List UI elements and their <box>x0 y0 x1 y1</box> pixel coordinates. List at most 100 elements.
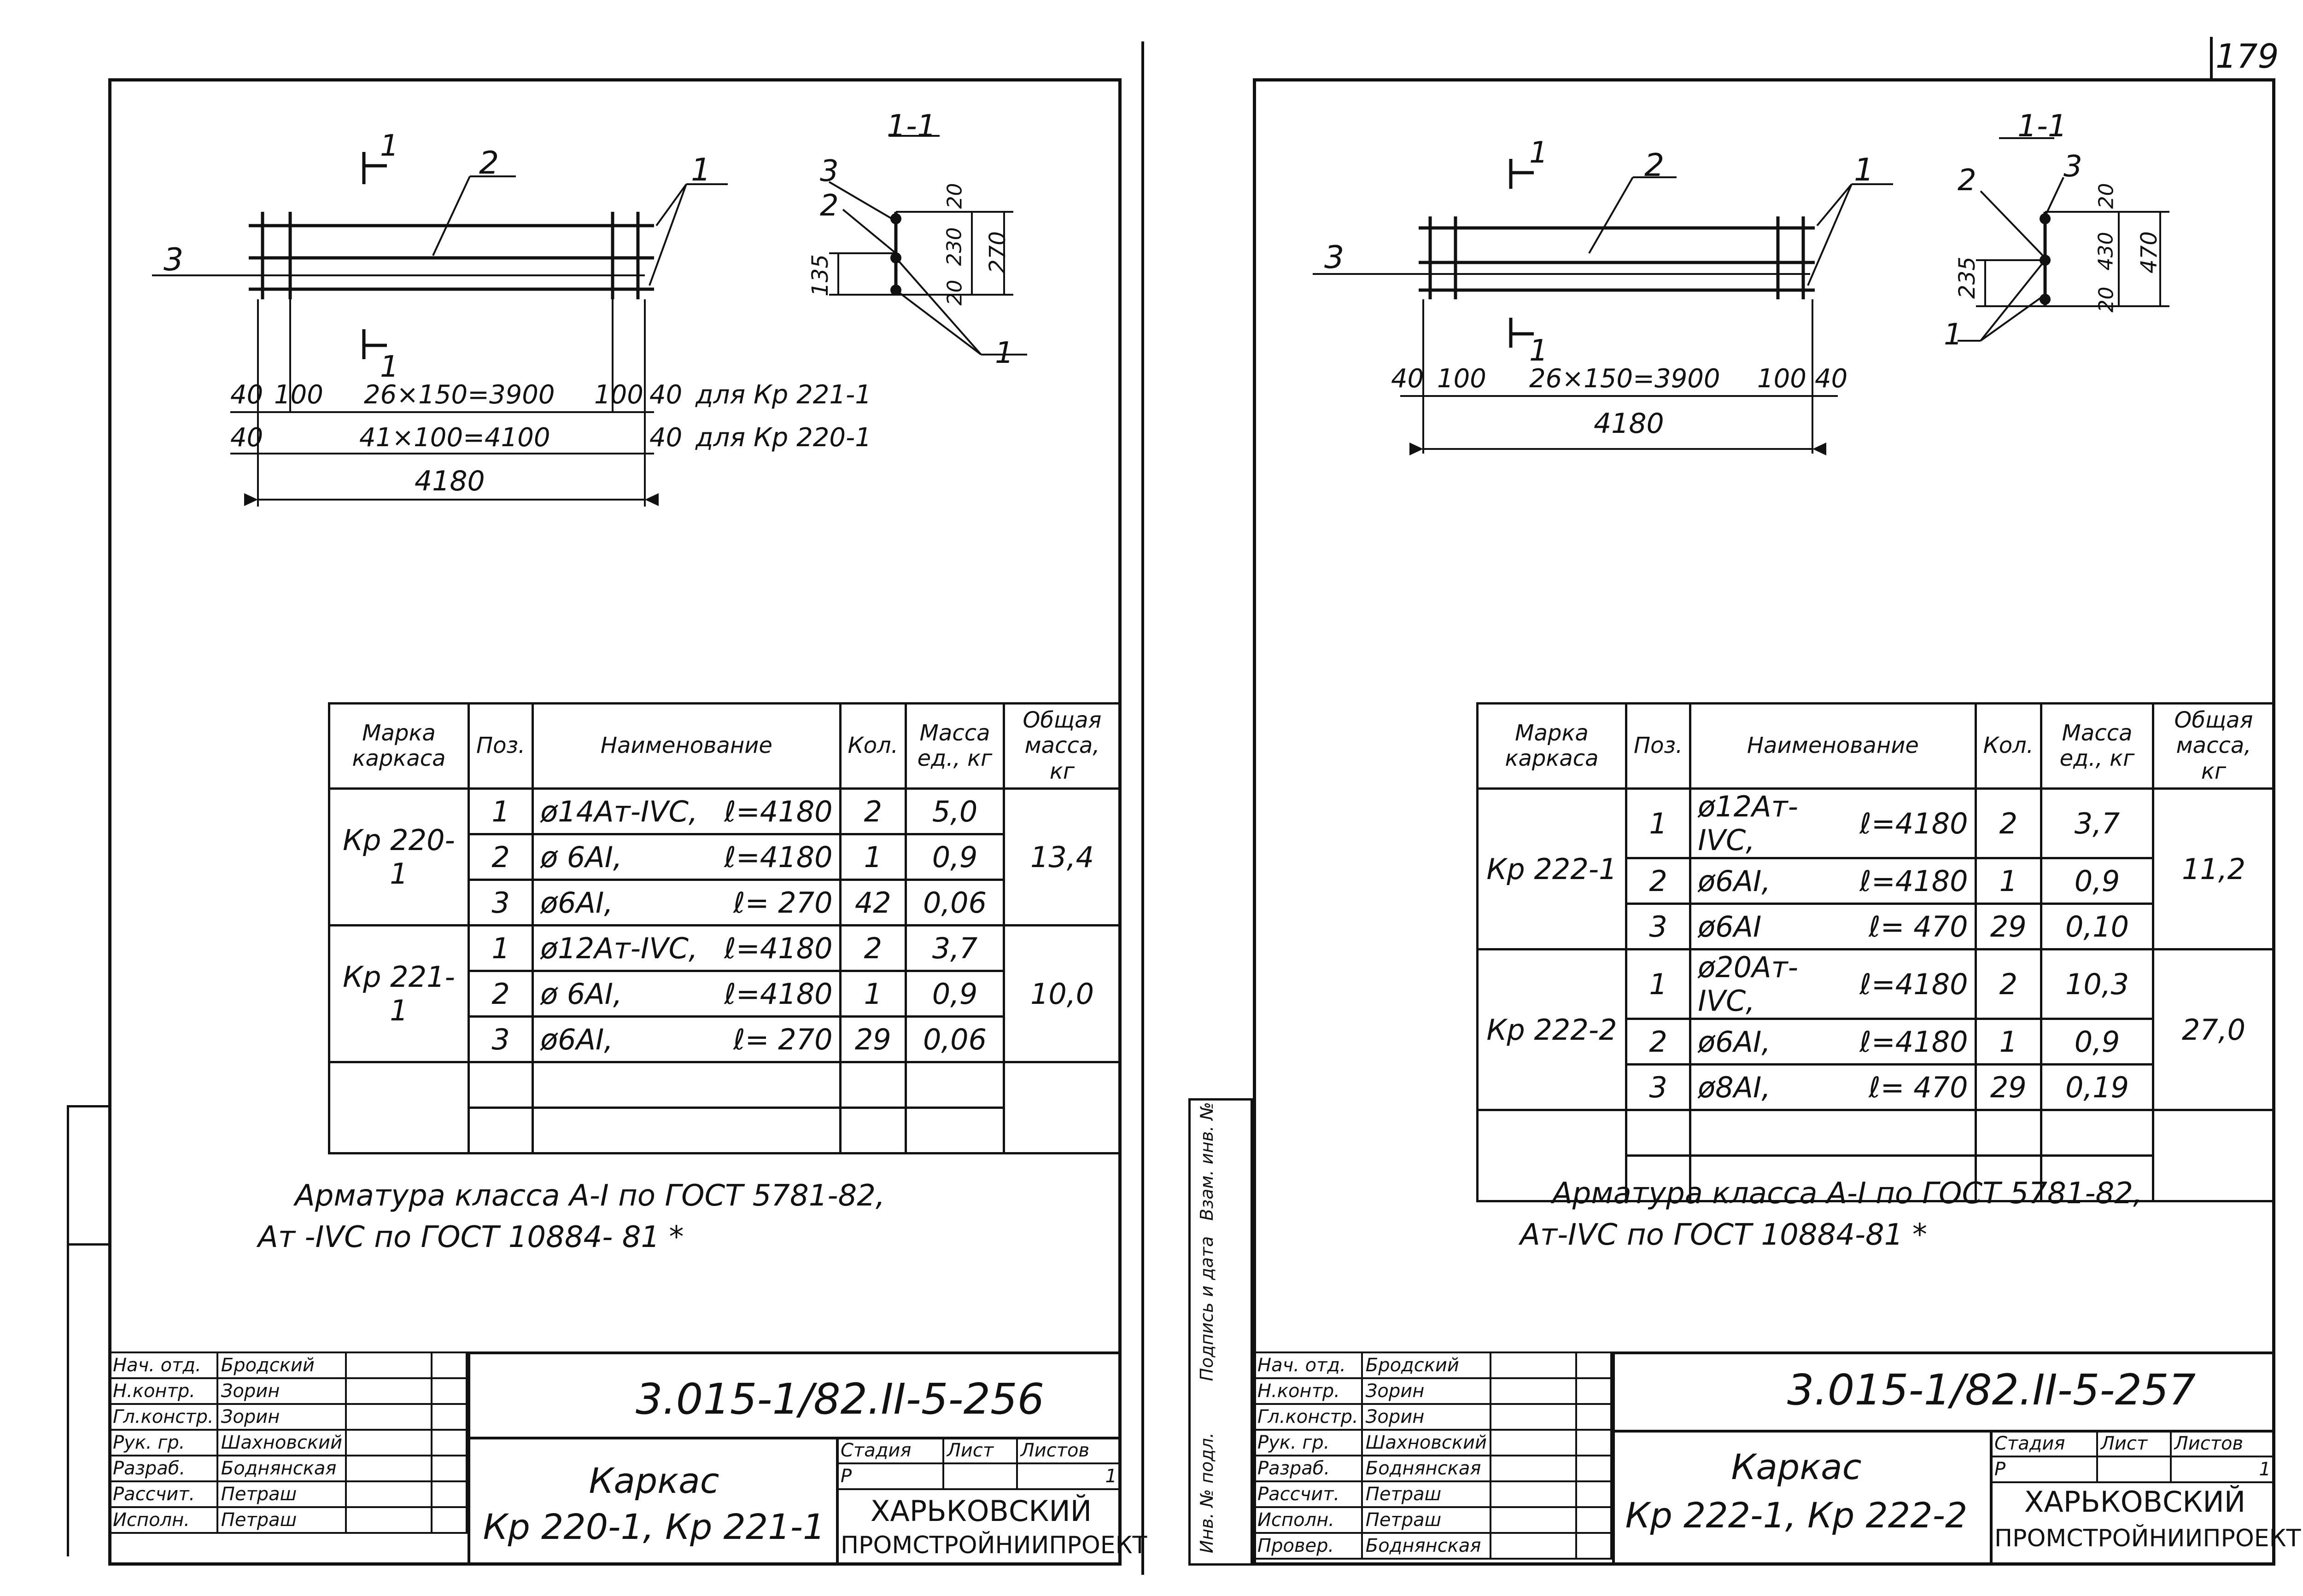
cut-label-top: 1 <box>1529 136 1548 170</box>
stage-header: Стадия <box>836 1437 944 1464</box>
name: Шахновский <box>1361 1429 1492 1456</box>
pos-cell: 1 <box>1625 948 1692 1020</box>
qty-cell: 1 <box>839 833 907 881</box>
cut-label-bottom: 1 <box>1529 334 1548 368</box>
table-row: 2 ø6AI, ℓ=4180 1 0,9 <box>1478 1018 2274 1066</box>
th-mass: Масса ед., кг <box>2040 702 2154 790</box>
table-row: Кр 220-1 1 ø14Aт-IVC, ℓ=4180 2 5,0 13,4 <box>328 787 1122 926</box>
role: Разраб. <box>1253 1455 1363 1482</box>
dim-total: 4180 <box>415 465 485 497</box>
qty-cell: 2 <box>839 787 907 835</box>
note-kr220: для Кр 220-1 <box>696 423 871 453</box>
margin-mark <box>67 1105 108 1107</box>
mass-cell: 0,10 <box>2040 903 2154 950</box>
section-dim-mid: 430 <box>2094 232 2118 271</box>
table-row: 3 ø6AI ℓ= 470 29 0,10 <box>1478 903 2274 950</box>
doc-code-right: 3.015-1/82.II-5-257 <box>1787 1365 2196 1415</box>
name: Зорин <box>1361 1403 1492 1431</box>
stage-value: Р <box>1990 1456 2098 1483</box>
margin-mark <box>67 1243 108 1246</box>
mass-cell: 0,9 <box>905 833 1005 881</box>
mass-cell: 0,06 <box>905 879 1005 926</box>
mark-cell: Кр 221-1 <box>328 924 470 1063</box>
qty-cell: 1 <box>839 970 907 1018</box>
title-left-2: Кр 220-1, Кр 221-1 <box>483 1506 825 1547</box>
role: Рассчит. <box>108 1480 218 1508</box>
mass-cell: 0,19 <box>2040 1063 2154 1111</box>
qty-cell: 1 <box>1974 1018 2043 1066</box>
len-cell: ℓ= 270 <box>705 1015 842 1063</box>
name: Петраш <box>216 1480 347 1508</box>
stamp-rule <box>836 1437 839 1566</box>
mark-cell: Кр 222-1 <box>1476 787 1627 950</box>
dim-100: 100 <box>1757 364 1806 394</box>
empty-row <box>1478 1154 2274 1202</box>
stamp-main-left <box>468 1351 1122 1566</box>
pos-cell: 2 <box>1625 857 1692 905</box>
section-title: 1-1 <box>2017 108 2067 144</box>
name-cell: ø6AI, <box>1689 857 1845 905</box>
stamp-signatures-right: Нач. отд.Бродский Н.контр.Зорин Гл.конст… <box>1253 1351 1612 1560</box>
role: Нач. отд. <box>108 1351 218 1379</box>
stamp-rule <box>1612 1430 2275 1433</box>
len-cell: ℓ= 470 <box>1845 903 1977 950</box>
margin-mark <box>67 1105 69 1556</box>
pos-cell: 2 <box>467 833 534 881</box>
dim-40: 40 <box>1815 364 1848 394</box>
org-left-2: ПРОМСТРОЙНИИПРОЕКТ <box>841 1532 1147 1559</box>
sheet-header: Лист <box>2096 1430 2172 1457</box>
empty-row <box>328 1061 1122 1154</box>
empty-row <box>1476 1109 2275 1202</box>
role: Н.контр. <box>1253 1377 1363 1405</box>
pos-cell: 2 <box>1625 1018 1692 1066</box>
th-name: Наименование <box>1689 702 1977 790</box>
stamp-signatures-left: Нач. отд.Бродский Н.контр.Зорин Гл.конст… <box>108 1351 468 1534</box>
spec-table-right: Марка каркаса Поз. Наименование Кол. Мас… <box>1476 702 2275 1202</box>
pos-cell: 3 <box>1625 1063 1692 1111</box>
role: Н.контр. <box>108 1377 218 1405</box>
dim-100: 100 <box>274 380 323 410</box>
mark-cell: Кр 222-2 <box>1476 948 1627 1111</box>
len-cell: ℓ=4180 <box>1845 787 1977 859</box>
mass-cell: 0,9 <box>905 970 1005 1018</box>
pos2-label: 2 <box>479 145 499 181</box>
len-cell: ℓ= 470 <box>1845 1063 1977 1111</box>
pos2-label: 2 <box>1644 147 1665 184</box>
section-pos2: 2 <box>1958 163 1976 198</box>
side-strip <box>1188 1098 1253 1566</box>
fold-line <box>1141 41 1144 1575</box>
name: Зорин <box>1361 1377 1492 1405</box>
dim-spacing-3900: 26×150=3900 <box>1529 364 1720 394</box>
role: Рассчит. <box>1253 1480 1363 1508</box>
dim-100: 100 <box>594 380 643 410</box>
name-cell: ø12Aт-IVC, <box>1689 787 1845 859</box>
doc-code-left: 3.015-1/82.II-5-256 <box>636 1375 1045 1424</box>
name: Бродский <box>216 1351 347 1379</box>
page-number-rule <box>2210 37 2213 78</box>
th-mass: Масса ед., кг <box>905 702 1005 790</box>
mass-cell: 3,7 <box>905 924 1005 972</box>
qty-cell: 29 <box>1974 1063 2043 1111</box>
stamp-rule <box>468 1437 1122 1439</box>
section-dim-height: 270 <box>984 231 1011 274</box>
name: Боднянская <box>1361 1455 1492 1482</box>
role: Рук. гр. <box>108 1429 218 1456</box>
total-cell: 13,4 <box>1003 787 1122 926</box>
name-cell: ø6AI, <box>532 879 705 926</box>
table-row: Кр 222-1 1 ø12Aт-IVC, ℓ=4180 2 3,7 11,2 <box>1476 787 2275 950</box>
org-left-1: ХАРЬКОВСКИЙ <box>870 1494 1092 1528</box>
pos-cell: 3 <box>467 1015 534 1063</box>
empty-row <box>329 1107 1121 1154</box>
len-cell: ℓ=4180 <box>705 924 842 972</box>
stamp-main-right <box>1612 1351 2275 1566</box>
name-cell: ø20Aт-IVC, <box>1689 948 1845 1020</box>
section-title: 1-1 <box>887 108 936 144</box>
name-cell: ø 6AI, <box>532 833 705 881</box>
table-row: 2 ø 6AI, ℓ=4180 1 0,9 <box>329 833 1121 881</box>
th-total: Общая масса, кг <box>1003 702 1122 790</box>
qty-cell: 1 <box>1974 857 2043 905</box>
len-cell: ℓ=4180 <box>1845 948 1977 1020</box>
name: Петраш <box>1361 1506 1492 1534</box>
note-kr221: для Кр 221-1 <box>696 380 871 410</box>
